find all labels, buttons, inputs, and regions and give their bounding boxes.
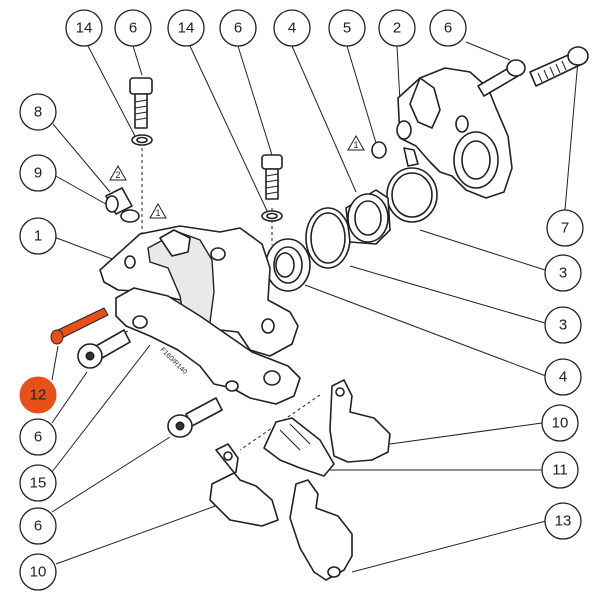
svg-text:15: 15 [30,475,47,492]
part-13-pad-with-tab [289,479,353,581]
part-6-bolt-top-left [129,77,153,129]
svg-text:10: 10 [30,564,47,581]
callout-9: 9 [19,154,57,192]
svg-text:5: 5 [343,20,351,37]
svg-text:6: 6 [129,20,137,37]
svg-text:14: 14 [76,20,93,37]
callout-6-top-left: 6 [114,9,152,47]
callout-6-top-center: 6 [219,9,257,47]
svg-text:10: 10 [552,415,569,432]
part-12-pad-pin [50,307,109,345]
callout-11: 11 [541,451,579,489]
part-6-bolt-lower [167,397,223,438]
part-4-piston-right [345,189,391,245]
callout-7: 7 [546,209,584,247]
part-3-seal-left [305,207,351,269]
callout-4-right: 4 [544,358,582,396]
part-6-bolt-top-right [477,59,526,97]
warning-triangle-1: 1 [347,134,365,151]
part-11-pad-spring [263,417,335,477]
warning-label: 1 [155,208,160,218]
callout-15: 15 [19,464,57,502]
svg-text:11: 11 [552,462,568,479]
callout-5: 5 [328,9,366,47]
callout-14-top-center: 14 [167,9,205,47]
callout-3-right-upper: 3 [544,254,582,292]
callout-2: 2 [378,9,416,47]
callout-6-left-middle: 6 [19,418,57,456]
callout-13: 13 [544,502,582,540]
svg-text:1: 1 [34,228,42,245]
svg-text:4: 4 [559,369,567,386]
callout-3-right-lower: 3 [544,306,582,344]
callout-10-left: 10 [19,553,57,591]
callout-8: 8 [19,93,57,131]
part-1-caliper-body [99,225,299,357]
part-14-washer-center [261,210,283,222]
svg-text:13: 13 [555,513,572,530]
part-6-bolt-center [261,154,283,200]
part-8-bleed-screw [105,187,133,215]
warning-triangle-2: 2 [109,164,127,181]
svg-text:3: 3 [559,265,567,282]
svg-text:6: 6 [34,518,42,535]
callout-12-highlighted: 12 [19,376,57,414]
svg-text:6: 6 [34,429,42,446]
part-7-long-bolt [529,46,589,87]
part-5-o-ring [371,141,387,159]
callout-4-top: 4 [273,9,311,47]
part-6-bolt-lower-left [77,329,131,369]
pad-pin-shape [57,307,109,339]
part-10-pad-right [329,379,391,463]
part-9-bleed-cap [120,209,140,223]
svg-text:7: 7 [561,220,569,237]
leader-lines [51,41,579,573]
svg-text:8: 8 [34,104,42,121]
warning-label: 2 [115,170,120,180]
svg-text:3: 3 [559,317,567,334]
svg-text:4: 4 [288,20,296,37]
warning-triangle-3: 1 [149,202,167,219]
svg-text:6: 6 [444,20,452,37]
part-3-seal-right [386,167,438,223]
part-4-piston-left [265,238,311,292]
callout-1: 1 [19,217,57,255]
warning-label: 1 [353,140,358,150]
svg-text:9: 9 [34,165,42,182]
svg-text:6: 6 [234,20,242,37]
svg-text:12: 12 [30,387,47,404]
callout-6-top-right: 6 [429,9,467,47]
callout-14-top-left: 14 [65,9,103,47]
callout-10-right: 10 [541,404,579,442]
svg-text:14: 14 [178,20,195,37]
svg-text:2: 2 [393,20,401,37]
part-10-pad-left [209,443,279,527]
part-2-caliper-half [396,67,513,199]
callout-6-left-lower: 6 [19,507,57,545]
part-14-washer-left [131,134,153,146]
